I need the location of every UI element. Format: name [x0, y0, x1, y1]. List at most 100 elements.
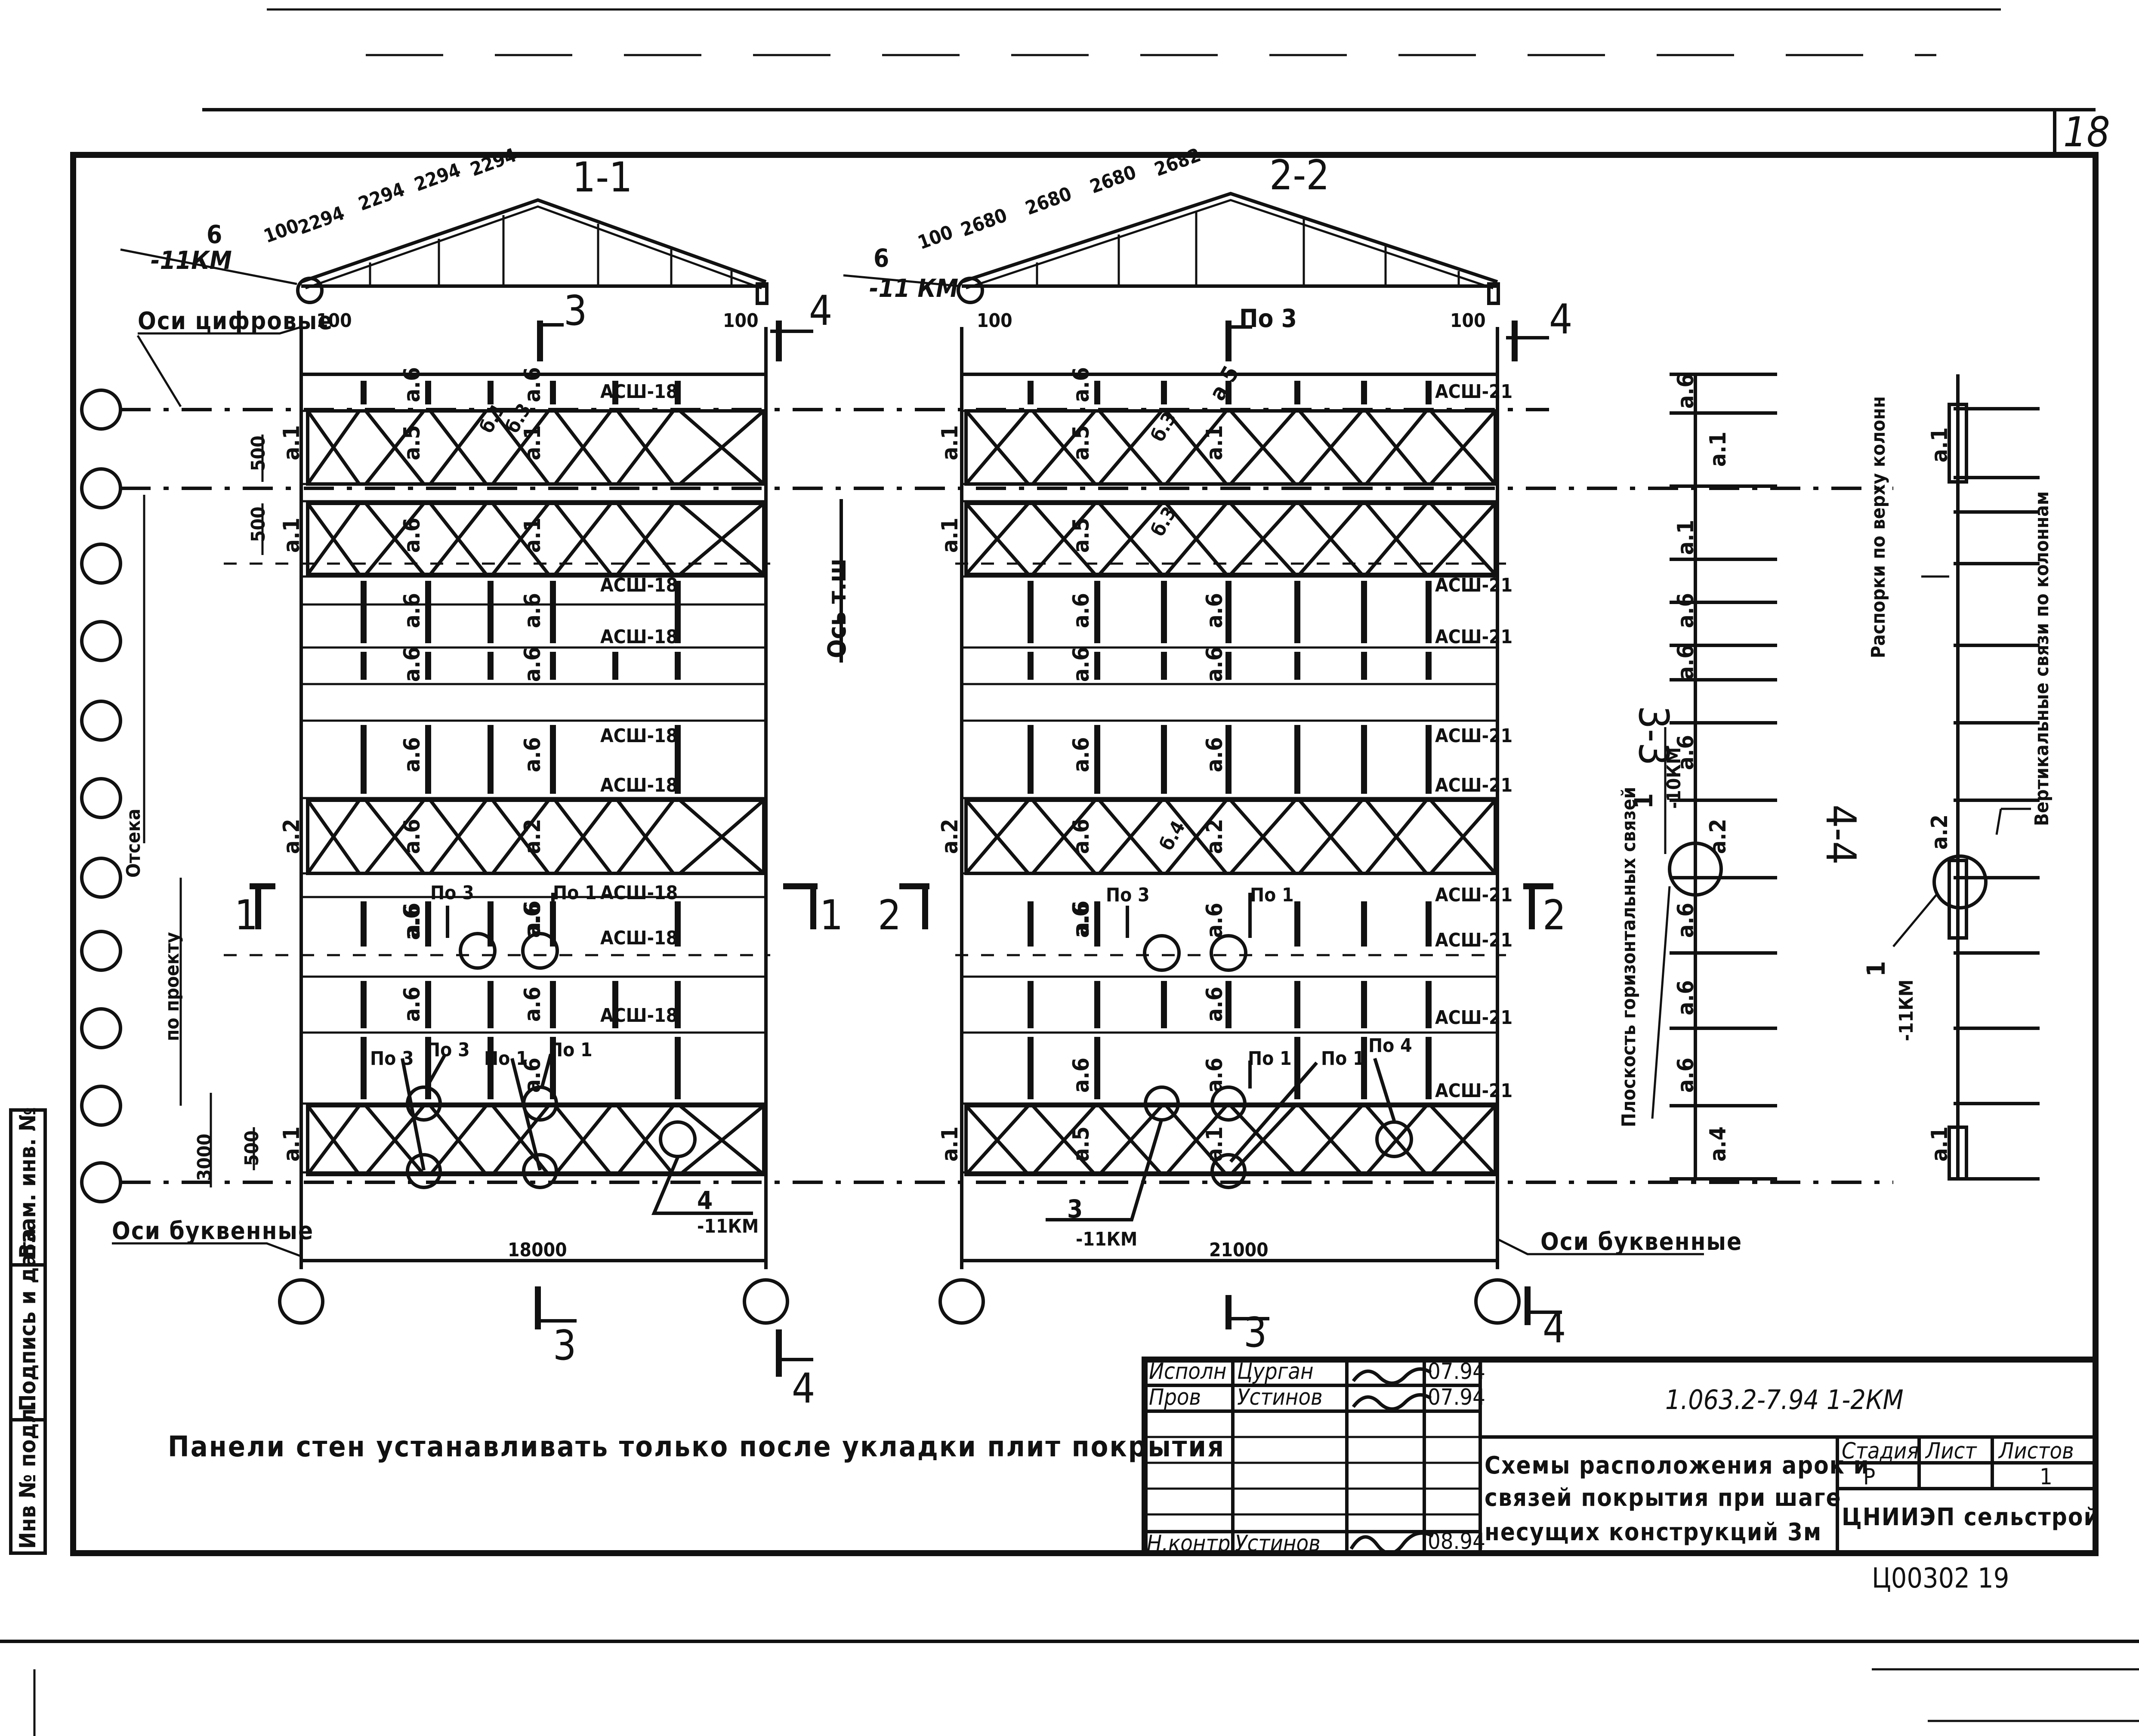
mark-a1: а.1 — [1202, 425, 1228, 460]
bracing-label: АСШ-21 — [1435, 626, 1512, 648]
stamp-role: Пров — [1149, 1384, 1201, 1410]
mark-a6: а.6 — [1202, 737, 1228, 772]
axis-bubble-a — [938, 1278, 985, 1325]
arch-dim: 2294 — [295, 202, 347, 239]
callout-1-km: -10КМ — [1663, 747, 1685, 809]
mark-a2: а.2 — [279, 819, 305, 854]
section-4-4: а.1 а.2 а.1 4-4 Распорки по верху колонн… — [1817, 374, 2053, 1181]
cut-4: 4 — [809, 287, 832, 335]
axis-bubbles-left — [80, 389, 122, 1203]
drawing-title: Схемы расположения арок и — [1485, 1452, 1870, 1480]
axis-bubble-b — [743, 1278, 789, 1325]
section-title-2-2: 2-2 — [1269, 152, 1330, 199]
span-18000: 18000 — [508, 1239, 567, 1261]
margin-replace: Взам. инв. № — [15, 1107, 41, 1258]
margin-inv: Инв № подл. — [15, 1401, 41, 1549]
node-label-po1: По 1 — [1321, 1048, 1365, 1070]
mark-a6: а.6 — [520, 593, 546, 628]
mark-a6: а.6 — [1202, 647, 1228, 682]
mark-a5: а.5 — [1068, 518, 1094, 553]
mark-a1: а.1 — [279, 518, 305, 553]
mark-a6: а.6 — [1673, 903, 1699, 938]
mark-a5: а.5 — [1204, 362, 1244, 405]
stamp-name: Устинов — [1237, 1384, 1323, 1410]
dim-3000: 3000 — [194, 1134, 216, 1181]
mark-a1: а.1 — [279, 1126, 305, 1162]
stamp-date: 08.94 — [1428, 1529, 1485, 1554]
side-dimensions: 500 500 3000 500 Отсека по проекту Ось т… — [123, 435, 852, 1187]
mark-b3: б.3 — [1147, 408, 1181, 445]
mark-a1: а.1 — [1927, 1126, 1953, 1162]
callout-3-km: -11КМ — [1076, 1228, 1137, 1250]
mark-a1: а.1 — [937, 1126, 963, 1162]
mark-a6: а.6 — [520, 900, 546, 936]
drawing-title: несущих конструкций 3м — [1485, 1518, 1822, 1546]
cut-4: 4 — [792, 1365, 815, 1412]
bracing-label: АСШ-21 — [1435, 1007, 1512, 1029]
stage-label: Стадия — [1842, 1438, 1919, 1464]
mark-a5: а.5 — [399, 425, 425, 460]
mark-a6: а.6 — [399, 647, 425, 682]
label-letter-axes: Оси буквенные — [112, 1217, 314, 1245]
arch-dim: 100 — [915, 221, 956, 254]
mark-a2: а.2 — [1927, 814, 1953, 850]
sheet-label: Лист — [1925, 1438, 1977, 1464]
mark-a6: а.6 — [399, 518, 425, 553]
cut-1: 1 — [820, 892, 843, 939]
bracing-label: АСШ-18 — [600, 626, 678, 648]
bracing-label: АСШ-18 — [600, 1005, 678, 1027]
bracing-label: АСШ-18 — [600, 882, 678, 904]
mark-a6: а.6 — [399, 367, 425, 402]
arch-dim: 2294 — [467, 144, 519, 181]
callout-4: 4 — [697, 1186, 713, 1215]
arch-dim: 2682 — [1151, 144, 1204, 181]
bracing-label: АСШ-21 — [1435, 574, 1512, 596]
signature — [1349, 1531, 1434, 1555]
node-label-po3: По 3 — [370, 1048, 414, 1070]
mark-a6: а.6 — [399, 905, 425, 940]
bracing-label: АСШ-21 — [1435, 884, 1512, 906]
mark-a1: а.1 — [937, 518, 963, 553]
callout-1: 1 — [1629, 793, 1658, 809]
mark-a1: а.1 — [937, 425, 963, 460]
mark-a6: а.6 — [520, 647, 546, 682]
mark-a6: а.6 — [1068, 367, 1094, 402]
title-block: Исполн Пров Н.контр Цурган Устинов Устин… — [1142, 1357, 2100, 1594]
callout-1-km: -11КМ — [1895, 980, 1917, 1041]
signature — [1352, 1393, 1432, 1411]
stamp-date: 07.94 — [1428, 1384, 1485, 1410]
node-label-po1: По 1 — [1248, 1048, 1292, 1070]
mark-a1: а.1 — [1673, 520, 1699, 555]
mark-a6: а.6 — [1673, 593, 1699, 628]
node-label-po1: По 1 — [484, 1048, 528, 1070]
dim-100: 100 — [977, 310, 1012, 332]
callout-1: 1 — [1861, 961, 1891, 977]
mark-a6: а.6 — [1068, 737, 1094, 772]
mark-a6: а.6 — [399, 737, 425, 772]
dim-100: 100 — [1450, 310, 1486, 332]
arch-dim: 2294 — [411, 159, 463, 196]
section-3-3: а.6 а.1 а.1 а.6 а.6 а.6 а.2 а.6 а.6 а.6 … — [1618, 373, 1777, 1181]
label-horizontal-plane: Плоскость горизонтальных связей — [1618, 787, 1640, 1127]
label-digital-axes: Оси цифровые — [138, 307, 333, 335]
axis-labels: Оси цифровые Оси буквенные Оси буквенные — [112, 307, 1741, 1258]
mark-a2: а.2 — [1705, 819, 1731, 854]
callout-6-km: -11КМ — [151, 246, 232, 275]
organization: ЦНИИЭП сельстрой — [1842, 1503, 2100, 1531]
node-label-po1: По 1 — [549, 1039, 593, 1061]
dim-500: 500 — [247, 506, 269, 542]
stage-value: Р — [1863, 1464, 1875, 1490]
sheets-label: Листов — [1998, 1438, 2074, 1464]
bracing-label: АСШ-21 — [1435, 725, 1512, 747]
mark-a6: а.6 — [399, 903, 425, 938]
mark-a6: а.6 — [520, 367, 546, 402]
mark-a6: а.6 — [520, 737, 546, 772]
mark-a6: а.6 — [1673, 1058, 1699, 1093]
mark-a1: а.1 — [1705, 432, 1731, 467]
section-2-2: 100 2680 2680 2680 2682 2-2 6 -11 КМ 100… — [843, 144, 1572, 361]
mark-a6: а.6 — [1673, 980, 1699, 1015]
mark-a6: а.6 — [1068, 1058, 1094, 1093]
cut-3: 3 — [564, 287, 587, 335]
mark-a6: а.6 — [399, 819, 425, 854]
